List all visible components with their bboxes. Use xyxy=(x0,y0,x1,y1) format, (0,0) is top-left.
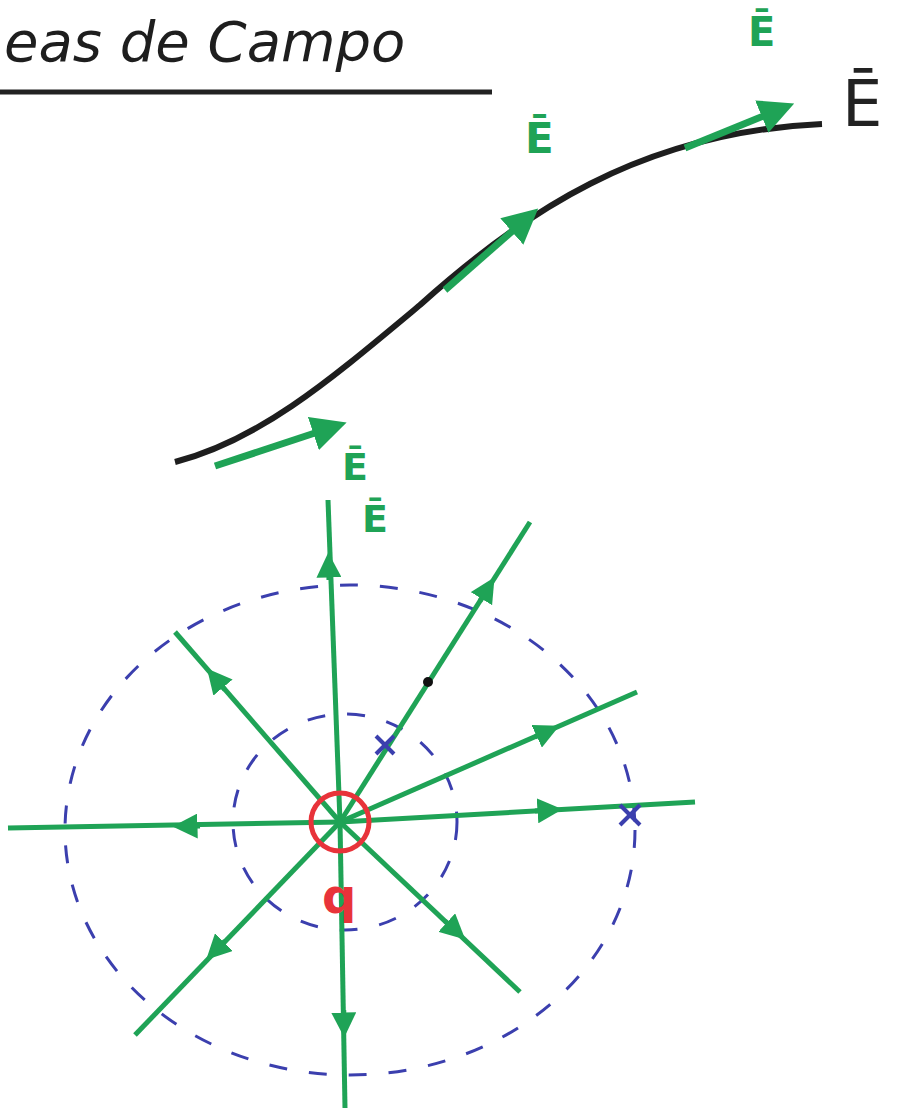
radial-field-lines xyxy=(8,500,695,1108)
field-line xyxy=(175,124,822,462)
field-vector-label: Ē xyxy=(342,448,368,486)
page-title: eas de Campo xyxy=(4,14,405,70)
field-arrows xyxy=(185,565,550,1025)
equipotential-circles xyxy=(65,585,635,1075)
point-charge xyxy=(311,793,369,851)
cross-marks xyxy=(376,736,640,825)
field-vector-label: Ē xyxy=(362,500,388,538)
field-vector-label: Ē xyxy=(842,72,882,136)
field-vector-label: Ē xyxy=(748,12,775,52)
point-dot xyxy=(423,677,433,687)
tangent-vectors xyxy=(215,110,778,466)
charge-label: q xyxy=(322,872,356,920)
field-vector-label: Ē xyxy=(525,118,554,160)
title-underline xyxy=(0,90,492,95)
